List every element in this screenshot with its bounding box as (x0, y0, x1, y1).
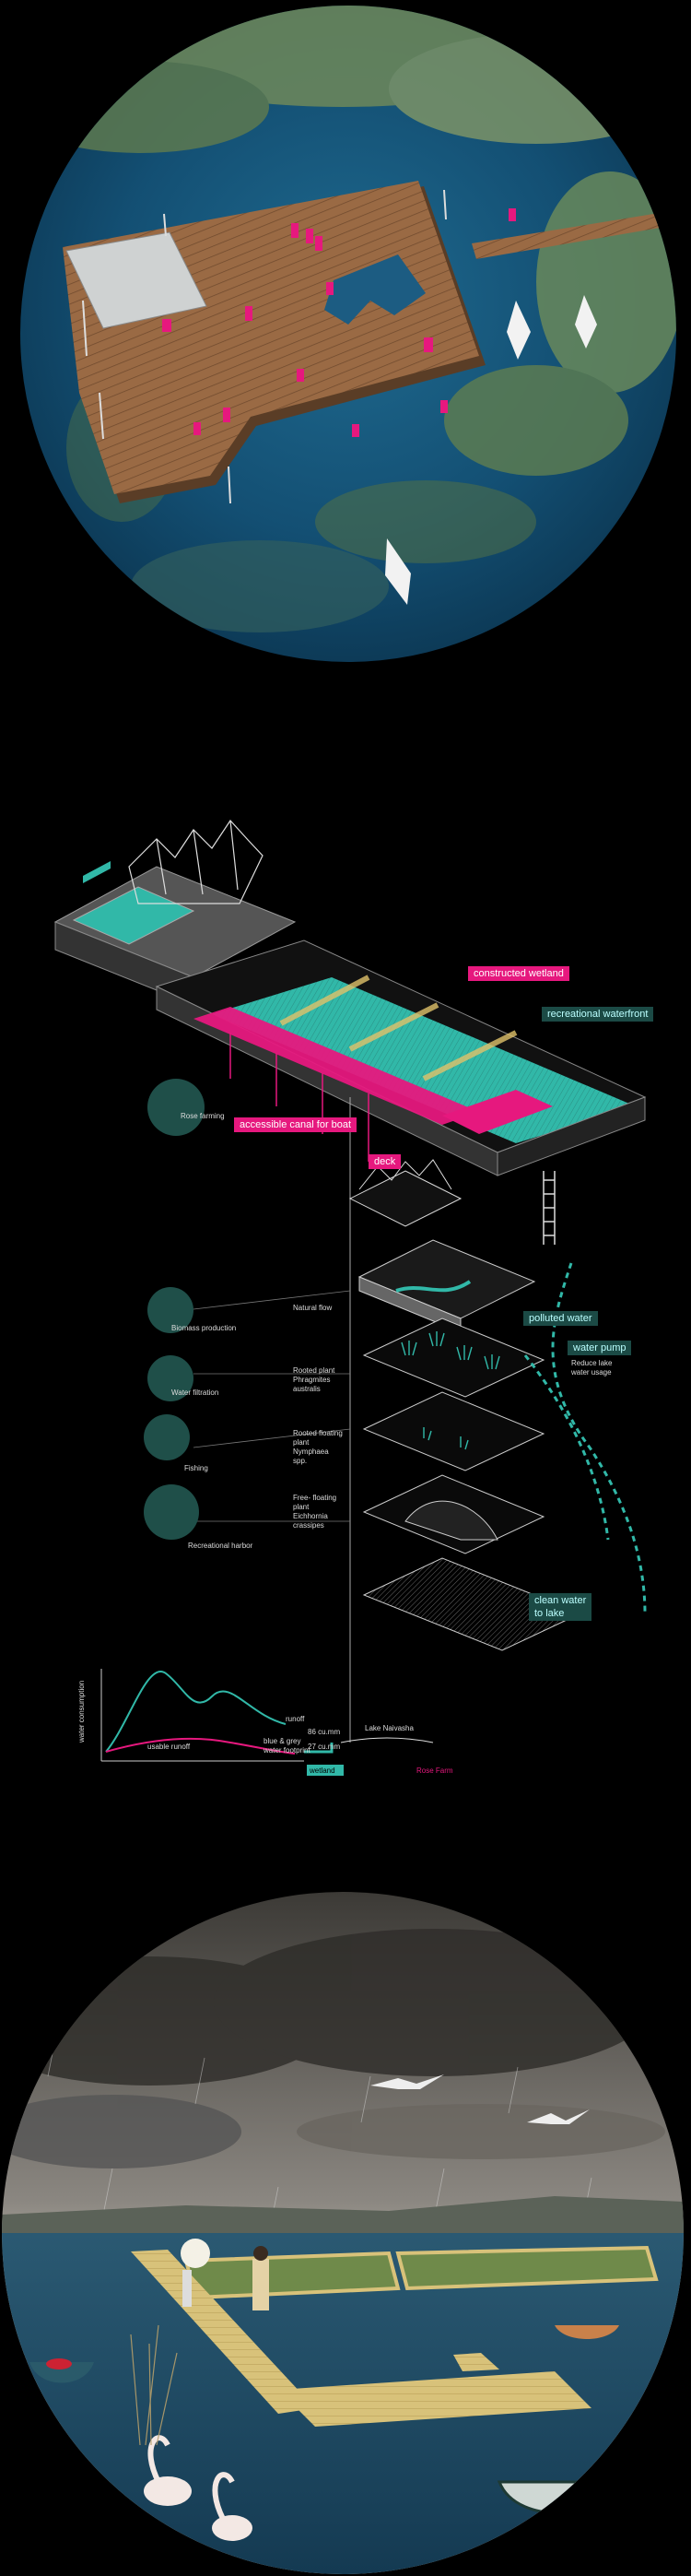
blue-grey-label: blue & grey water footprint (264, 1737, 310, 1755)
clean-water-tag: clean water to lake (529, 1593, 592, 1621)
farmer-icon (147, 1079, 205, 1136)
aerial-deck-view (20, 6, 676, 662)
shade-canopy (65, 231, 207, 329)
chart-ylabel: water consumption (77, 1680, 86, 1743)
free-floating-label: Free- floating plant Eichhornia crassipe… (293, 1494, 337, 1530)
pump-ladder (543, 1171, 556, 1245)
sailboats (385, 295, 597, 605)
wetland-scene-view (2, 1892, 684, 2574)
wetland-slab (155, 939, 647, 1176)
value-86-label: 86 cu.mm (308, 1728, 341, 1736)
people-figures (162, 208, 516, 437)
water-chart (100, 1669, 434, 1776)
fishing-label: Fishing (184, 1464, 208, 1472)
floating-deck (131, 2250, 591, 2427)
rose-farm-label: Rose Farm (416, 1767, 453, 1775)
runoff-label: runoff (286, 1715, 305, 1723)
flying-birds (370, 2074, 590, 2124)
accessible-canal-tag: accessible canal for boat (234, 1117, 357, 1132)
usable-runoff-label: usable runoff (147, 1743, 191, 1751)
natural-flow-label: Natural flow (293, 1304, 333, 1312)
wetland-label: wetland (310, 1767, 335, 1775)
layer-terrain (357, 1239, 536, 1333)
harbor-icon (144, 1484, 199, 1540)
reeds (130, 2324, 178, 2446)
layer-free-floating (362, 1474, 545, 1554)
polluted-water-tag: polluted water (523, 1311, 598, 1326)
wooden-deck (63, 181, 486, 504)
rose-farming-label: Rose farming (181, 1112, 225, 1120)
filtration-icon (147, 1355, 193, 1401)
far-shore (2, 2196, 684, 2233)
biomass-label: Biomass production (171, 1324, 237, 1332)
fishing-icon (144, 1414, 190, 1460)
constructed-wetland-tag: constructed wetland (468, 966, 569, 981)
recreational-waterfront-tag: recreational waterfront (542, 1007, 654, 1022)
people-on-deck (181, 2239, 269, 2310)
layer-rooted-plants (362, 1318, 545, 1398)
reduce-lake-usage-label: Reduce lake water usage (571, 1359, 613, 1377)
layer-greenhouse (348, 1159, 463, 1227)
boardwalk (472, 210, 676, 259)
system-diagram: constructed wetland recreational waterfr… (0, 802, 691, 1807)
recreational-harbor-label: Recreational harbor (188, 1542, 253, 1550)
water-pump-tag: water pump (568, 1341, 632, 1355)
deck-tag: deck (369, 1154, 402, 1169)
water-filtration-label: Water filtration (171, 1388, 219, 1397)
flamingos (144, 2435, 252, 2541)
deck-pool (324, 254, 426, 325)
lake-label: Lake Naivasha (365, 1724, 414, 1732)
biomass-icon (147, 1287, 193, 1333)
layer-floating-plants (362, 1391, 545, 1471)
rooted-plant-label: Rooted plant Phragmites australis (293, 1366, 335, 1393)
greenhouse-block (53, 820, 297, 1006)
rooted-floating-label: Rooted floating plant Nymphaea spp. (293, 1429, 343, 1465)
value-27-label: 27 cu.mm (308, 1743, 341, 1751)
wetland-plots (183, 2245, 659, 2300)
storm-clouds (2, 1929, 665, 2168)
canal-deck (193, 1007, 479, 1125)
